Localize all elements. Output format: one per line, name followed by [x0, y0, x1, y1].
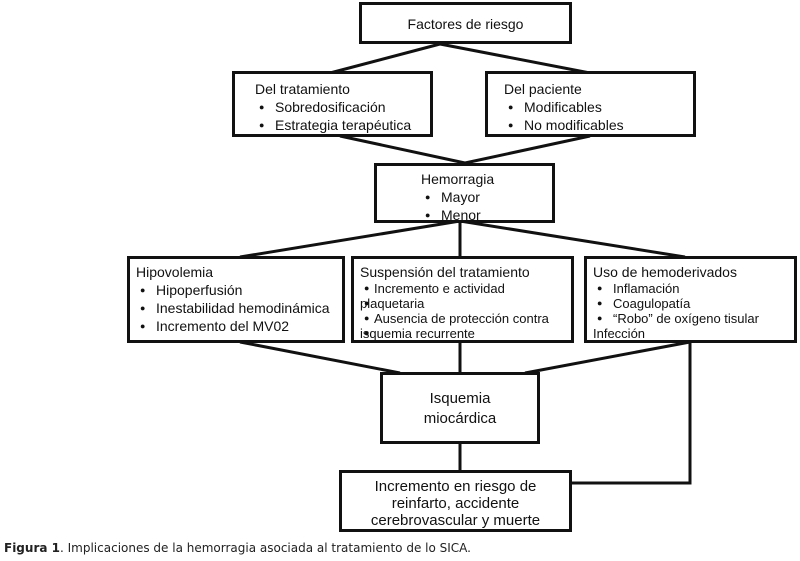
suspension-item-cont: plaquetaria: [360, 296, 571, 311]
hemorragia-item: Mayor: [421, 188, 552, 206]
hemorragia-title: Hemorragia: [421, 171, 495, 187]
factores-de-riesgo-box: Factores de riesgo: [359, 2, 572, 44]
caption-text: . Implicaciones de la hemorragia asociad…: [60, 541, 471, 555]
hipovolemia-item: Incremento del MV02: [136, 317, 342, 335]
connector-factores-tratamiento: [329, 42, 441, 75]
suspension-title: Suspensión del tratamiento: [360, 264, 530, 280]
suspension-item: Incremento e actividad: [360, 281, 571, 296]
hemoderivados-box: Uso de hemoderivados Inflamación Coagulo…: [584, 256, 797, 343]
figure-caption: Figura 1. Implicaciones de la hemorragia…: [4, 541, 471, 555]
connector-factores-paciente: [439, 42, 591, 75]
suspension-item-cont: isquemia recurrente: [360, 326, 571, 341]
connector-hemoderivados-incremento: [571, 342, 692, 485]
del-paciente-box: Del paciente Modificables No modificable…: [485, 71, 696, 137]
connector-tratamiento-hemorragia: [339, 134, 466, 165]
paciente-title: Del paciente: [504, 81, 582, 97]
paciente-item: No modificables: [504, 116, 693, 134]
hemorragia-box: Hemorragia Mayor Menor: [374, 163, 555, 224]
suspension-box: Suspensión del tratamiento Incremento e …: [351, 256, 574, 343]
incremento-line2: reinfarto, accidente: [391, 495, 520, 512]
incremento-line3: cerebrovascular y muerte: [370, 512, 541, 529]
suspension-item: Ausencia de protección contra: [360, 311, 571, 326]
hemoderivados-extra: Infección: [593, 326, 646, 341]
hipovolemia-item: Hipoperfusión: [136, 281, 342, 299]
isquemia-box: Isquemia miocárdica: [380, 372, 540, 444]
incremento-line1: Incremento en riesgo de: [374, 478, 537, 495]
caption-label: Figura 1: [4, 541, 60, 555]
hipovolemia-item: Inestabilidad hemodinámica: [136, 299, 342, 317]
tratamiento-title: Del tratamiento: [255, 81, 350, 97]
connector-hemorragia-hipovolemia: [239, 219, 461, 259]
connector-hipovolemia-isquemia: [239, 340, 401, 375]
hemoderivados-item: Inflamación: [593, 281, 794, 296]
paciente-item: Modificables: [504, 98, 693, 116]
isquemia-line1: Isquemia: [429, 390, 491, 407]
connector-hemorragia-hemoderivados: [459, 219, 686, 259]
isquemia-line2: miocárdica: [423, 410, 497, 427]
hemoderivados-item: “Robo” de oxígeno tisular: [593, 311, 794, 326]
hipovolemia-title: Hipovolemia: [136, 264, 214, 280]
hipovolemia-box: Hipovolemia Hipoperfusión Inestabilidad …: [127, 256, 345, 343]
connector-hemoderivados-isquemia: [524, 340, 691, 375]
factores-title: Factores de riesgo: [407, 16, 524, 32]
hemoderivados-title: Uso de hemoderivados: [593, 264, 737, 280]
connector-paciente-hemorragia: [464, 134, 591, 165]
hemoderivados-item: Coagulopatía: [593, 296, 794, 311]
hemorragia-item: Menor: [421, 206, 552, 224]
del-tratamiento-box: Del tratamiento Sobredosificación Estrat…: [232, 71, 433, 137]
incremento-box: Incremento en riesgo de reinfarto, accid…: [339, 470, 572, 532]
tratamiento-item: Sobredosificación: [255, 98, 430, 116]
tratamiento-item: Estrategia terapéutica: [255, 116, 430, 134]
